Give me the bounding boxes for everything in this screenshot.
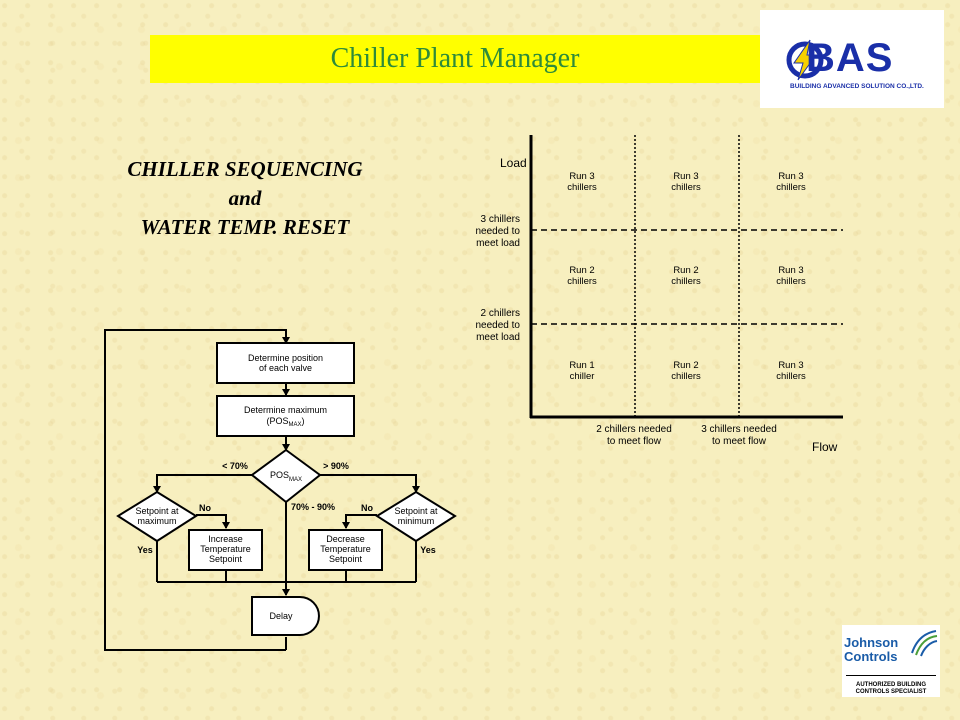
cell-r2c0-line1: Run 1 xyxy=(569,360,594,371)
step-determine-position: Determine position of each valve xyxy=(216,342,355,384)
jc-logo-name: Johnson Controls xyxy=(844,636,898,664)
jc-auth-line2: CONTROLS SPECIALIST xyxy=(855,689,927,695)
y-threshold-3-line1: 3 chillers xyxy=(481,214,520,225)
right-no-label: No xyxy=(361,503,373,513)
bas-logo: BAS BUILDING ADVANCED SOLUTION CO.,LTD. xyxy=(760,10,944,108)
flowchart-connectors xyxy=(104,329,420,651)
x-threshold-3-line1: 3 chillers needed xyxy=(701,424,777,435)
cell-r0c0-line2: chillers xyxy=(567,182,597,193)
branch-70-90: 70% - 90% xyxy=(291,502,335,512)
section-heading: CHILLER SEQUENCING and WATER TEMP. RESET xyxy=(100,155,390,242)
decision-label: POSMAX xyxy=(270,470,302,483)
right-check-line2: minimum xyxy=(398,516,435,526)
decision-setpoint-min: Setpoint at minimum xyxy=(375,490,457,543)
cell-r2c0-line2: chiller xyxy=(570,371,595,382)
heading-line-1: CHILLER SEQUENCING xyxy=(127,157,363,181)
cell-r2c1-line2: chillers xyxy=(671,371,701,382)
step2-line2: (POSMAX) xyxy=(266,416,304,428)
left-no-label: No xyxy=(199,503,211,513)
cell-r2c1-line1: Run 2 xyxy=(673,360,698,371)
y-threshold-3-line2: needed to xyxy=(476,226,521,237)
x-threshold-2-line1: 2 chillers needed xyxy=(596,424,672,435)
cell-r0c1-line1: Run 3 xyxy=(673,171,698,182)
delay-label: Delay xyxy=(269,611,293,621)
cell-r2c2-line1: Run 3 xyxy=(778,360,803,371)
y-threshold-2-line1: 2 chillers xyxy=(481,308,520,319)
cell-r0c1-line2: chillers xyxy=(671,182,701,193)
decrease-line1: Decrease xyxy=(326,534,365,544)
jc-auth-text: AUTHORIZED BUILDING CONTROLS SPECIALIST xyxy=(842,682,940,696)
cell-r1c0-line1: Run 2 xyxy=(569,265,594,276)
bas-logo-subtitle: BUILDING ADVANCED SOLUTION CO.,LTD. xyxy=(790,83,924,90)
heading-line-3: WATER TEMP. RESET xyxy=(140,215,350,239)
load-flow-matrix: Load Flow 3 chillers needed to meet load… xyxy=(476,135,843,454)
jc-logo-line2: Controls xyxy=(844,649,898,664)
matrix-y-label: Load xyxy=(500,156,527,170)
cell-r1c0-line2: chillers xyxy=(567,276,597,287)
decrease-line2: Temperature xyxy=(320,544,371,554)
step1-line2: of each valve xyxy=(259,363,312,373)
cell-r0c0-line1: Run 3 xyxy=(569,171,594,182)
cell-r1c1-line1: Run 2 xyxy=(673,265,698,276)
step-increase-setpoint: Increase Temperature Setpoint xyxy=(188,529,263,571)
jc-swirl-icon xyxy=(911,630,938,657)
bas-logo-text: BAS xyxy=(806,36,894,80)
decision-setpoint-max: Setpoint at maximum xyxy=(116,490,198,543)
cell-r1c1-line2: chillers xyxy=(671,276,701,287)
y-threshold-2-line2: needed to xyxy=(476,320,521,331)
step2-close: ) xyxy=(302,416,305,426)
y-threshold-3-line3: meet load xyxy=(476,238,520,249)
jc-logo-line1: Johnson xyxy=(844,635,899,650)
right-check-line1: Setpoint at xyxy=(394,506,438,516)
increase-line1: Increase xyxy=(208,534,243,544)
cell-r1c2-line2: chillers xyxy=(776,276,806,287)
bas-emblem-icon xyxy=(786,39,824,81)
increase-line3: Setpoint xyxy=(209,554,243,564)
branch-lt70: < 70% xyxy=(222,461,248,471)
x-threshold-3-line2: to meet flow xyxy=(712,436,767,447)
x-threshold-2-line2: to meet flow xyxy=(607,436,662,447)
step-delay: Delay xyxy=(251,596,320,636)
page-title: Chiller Plant Manager xyxy=(330,43,580,74)
step1-line1: Determine position xyxy=(248,353,323,363)
step2-max: MAX xyxy=(289,422,302,428)
johnson-controls-logo: Johnson Controls AUTHORIZED BUILDING CON… xyxy=(842,625,940,697)
decision-max: MAX xyxy=(289,477,302,483)
decision-pos: POS xyxy=(270,470,289,480)
cell-r0c2-line2: chillers xyxy=(776,182,806,193)
step-decrease-setpoint: Decrease Temperature Setpoint xyxy=(308,529,383,571)
step-determine-maximum: Determine maximum (POSMAX) xyxy=(216,395,355,437)
cell-r2c2-line2: chillers xyxy=(776,371,806,382)
jc-divider xyxy=(846,675,936,676)
title-bar: Chiller Plant Manager xyxy=(150,35,760,83)
heading-line-2: and xyxy=(228,186,262,210)
left-check-line1: Setpoint at xyxy=(135,506,179,516)
increase-line2: Temperature xyxy=(200,544,251,554)
decision-pos-max: POSMAX xyxy=(250,448,322,504)
step2-pos: (POS xyxy=(266,416,288,426)
cell-r0c2-line1: Run 3 xyxy=(778,171,803,182)
cell-r1c2-line1: Run 3 xyxy=(778,265,803,276)
right-yes-label: Yes xyxy=(420,545,436,555)
matrix-x-label: Flow xyxy=(812,440,838,454)
branch-gt90: > 90% xyxy=(323,461,349,471)
decrease-line3: Setpoint xyxy=(329,554,363,564)
y-threshold-2-line3: meet load xyxy=(476,332,520,343)
left-yes-label: Yes xyxy=(137,545,153,555)
step2-line1: Determine maximum xyxy=(244,405,327,415)
jc-auth-line1: AUTHORIZED BUILDING xyxy=(856,682,926,688)
matrix-axes xyxy=(529,135,843,419)
matrix-gridlines xyxy=(531,135,843,417)
left-check-line2: maximum xyxy=(137,516,176,526)
